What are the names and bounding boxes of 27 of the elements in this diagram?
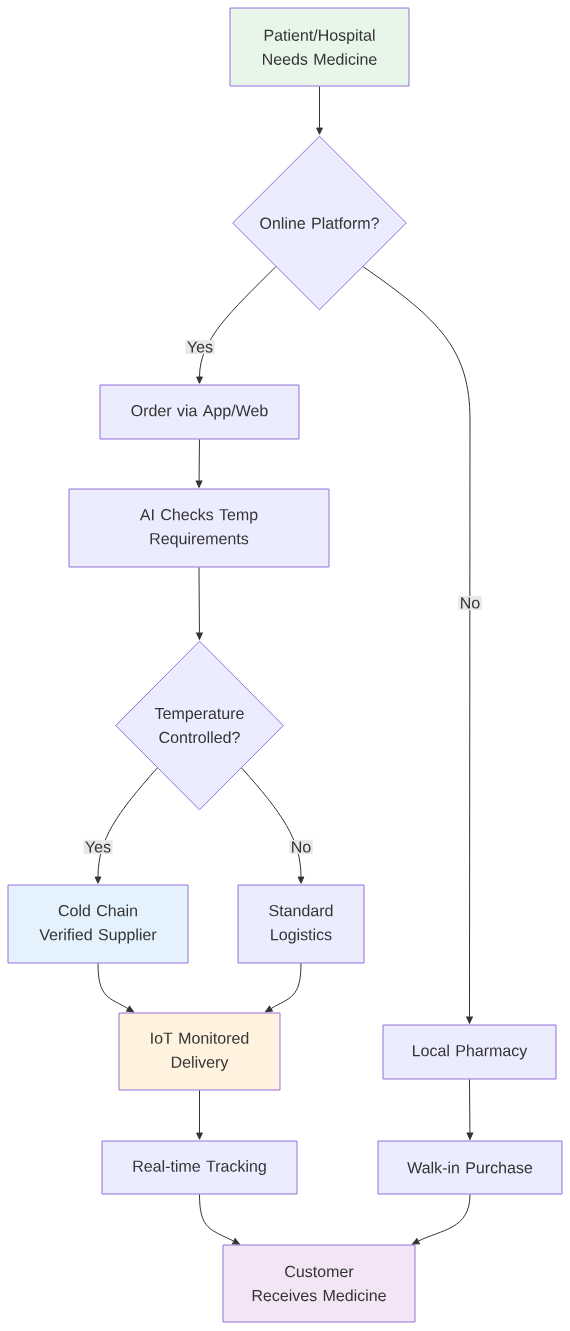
process-box: AI Checks Temp Requirements <box>68 488 330 568</box>
edge-label: Yes <box>185 339 215 355</box>
process-box: Local Pharmacy <box>382 1024 557 1080</box>
arrow <box>199 1194 240 1245</box>
arrow <box>196 266 277 384</box>
edge-label: No <box>289 839 313 855</box>
process-box: Customer Receives Medicine <box>222 1244 416 1323</box>
arrow <box>97 963 134 1013</box>
arrow <box>196 567 203 640</box>
process-box: Patient/Hospital Needs Medicine <box>229 7 410 87</box>
process-box: Cold Chain Verified Supplier <box>7 884 189 964</box>
arrow <box>466 1079 474 1140</box>
process-box: Walk-in Purchase <box>377 1140 563 1195</box>
edge-label: No <box>458 595 482 611</box>
arrow <box>316 86 323 135</box>
arrow <box>94 767 158 884</box>
arrow <box>241 767 305 884</box>
process-box: IoT Monitored Delivery <box>118 1012 281 1091</box>
arrow <box>362 266 473 1024</box>
process-box: Real-time Tracking <box>101 1140 298 1195</box>
edge-label: Yes <box>83 839 113 855</box>
arrow <box>412 1194 471 1245</box>
process-box: Order via App/Web <box>99 384 300 440</box>
arrow <box>196 1090 203 1140</box>
arrow <box>265 963 302 1013</box>
process-box: Standard Logistics <box>237 884 365 964</box>
arrow <box>195 439 203 488</box>
